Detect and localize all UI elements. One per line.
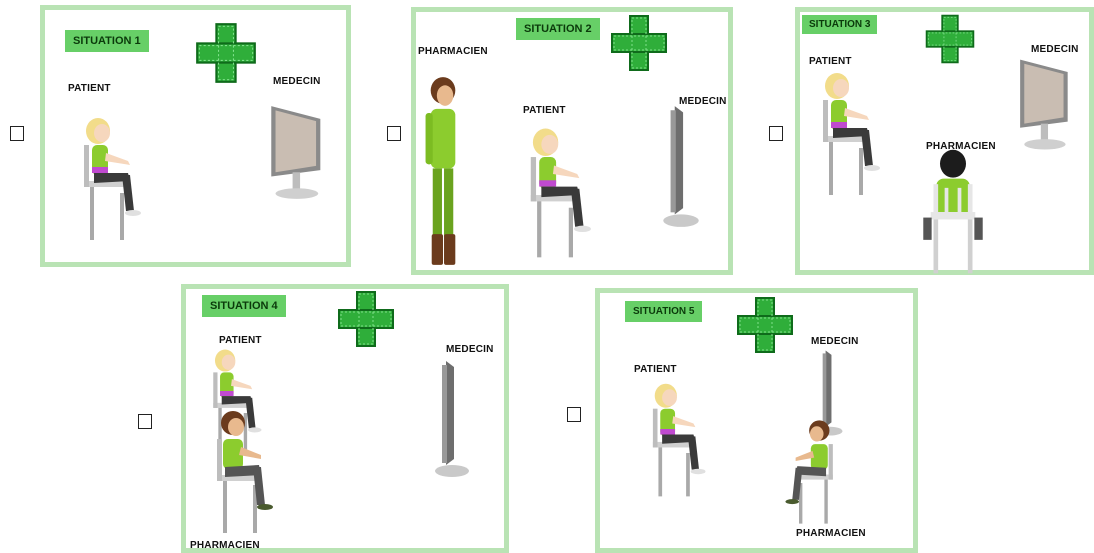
- medecin-monitor: [432, 359, 472, 479]
- situation-label: SITUATION 1: [65, 30, 149, 52]
- patient-label: PATIENT: [523, 105, 566, 116]
- medecin-label: MEDECIN: [446, 344, 494, 355]
- situation-label: SITUATION 4: [202, 295, 286, 317]
- panel-situation-4: SITUATION 4 PATIENT MEDECIN PHARMACIEN: [181, 284, 509, 553]
- pharmacy-cross-icon: [924, 13, 976, 65]
- checkbox-situation-1[interactable]: [10, 126, 24, 141]
- pharmacy-cross-icon: [194, 21, 258, 85]
- pharmacien-figure: [918, 147, 988, 277]
- patient-figure: [70, 110, 160, 250]
- checkbox-situation-3[interactable]: [769, 126, 783, 141]
- patient-figure: [516, 124, 611, 264]
- panel-situation-5: SITUATION 5 MEDECIN PATIENT PHARMACIEN: [595, 288, 918, 553]
- situation-label: SITUATION 2: [516, 18, 600, 40]
- pharmacy-cross-icon: [609, 13, 669, 73]
- checkbox-situation-5[interactable]: [567, 407, 581, 422]
- situation-label: SITUATION 3: [802, 15, 877, 34]
- pharmacien-label: PHARMACIEN: [418, 46, 488, 57]
- pharmacien-figure: [421, 74, 465, 269]
- medecin-monitor: [267, 102, 331, 202]
- patient-figure: [634, 381, 729, 501]
- medecin-monitor: [1016, 56, 1078, 152]
- pharmacien-figure: [194, 407, 294, 537]
- medecin-monitor: [660, 104, 702, 229]
- situation-label: SITUATION 5: [625, 301, 702, 322]
- panel-situation-3: SITUATION 3 PATIENT MEDECIN PHARMACIEN: [795, 7, 1094, 275]
- medecin-label: MEDECIN: [1031, 44, 1079, 55]
- pharmacy-cross-icon: [336, 289, 396, 349]
- patient-label: PATIENT: [634, 364, 677, 375]
- pharmacien-label: PHARMACIEN: [190, 540, 260, 551]
- patient-label: PATIENT: [68, 83, 111, 94]
- checkbox-situation-2[interactable]: [387, 126, 401, 141]
- medecin-label: MEDECIN: [811, 336, 859, 347]
- pharmacien-label: PHARMACIEN: [796, 528, 866, 539]
- patient-figure: [809, 70, 899, 200]
- panel-situation-2: SITUATION 2 PHARMACIEN PATIENT MEDECIN: [411, 7, 733, 275]
- pharmacien-figure: [760, 417, 860, 527]
- medecin-label: MEDECIN: [273, 76, 321, 87]
- checkbox-situation-4[interactable]: [138, 414, 152, 429]
- patient-label: PATIENT: [809, 56, 852, 67]
- pharmacy-cross-icon: [735, 295, 795, 355]
- patient-label: PATIENT: [219, 335, 262, 346]
- panel-situation-1: SITUATION 1 PATIENT MEDECIN: [40, 5, 351, 267]
